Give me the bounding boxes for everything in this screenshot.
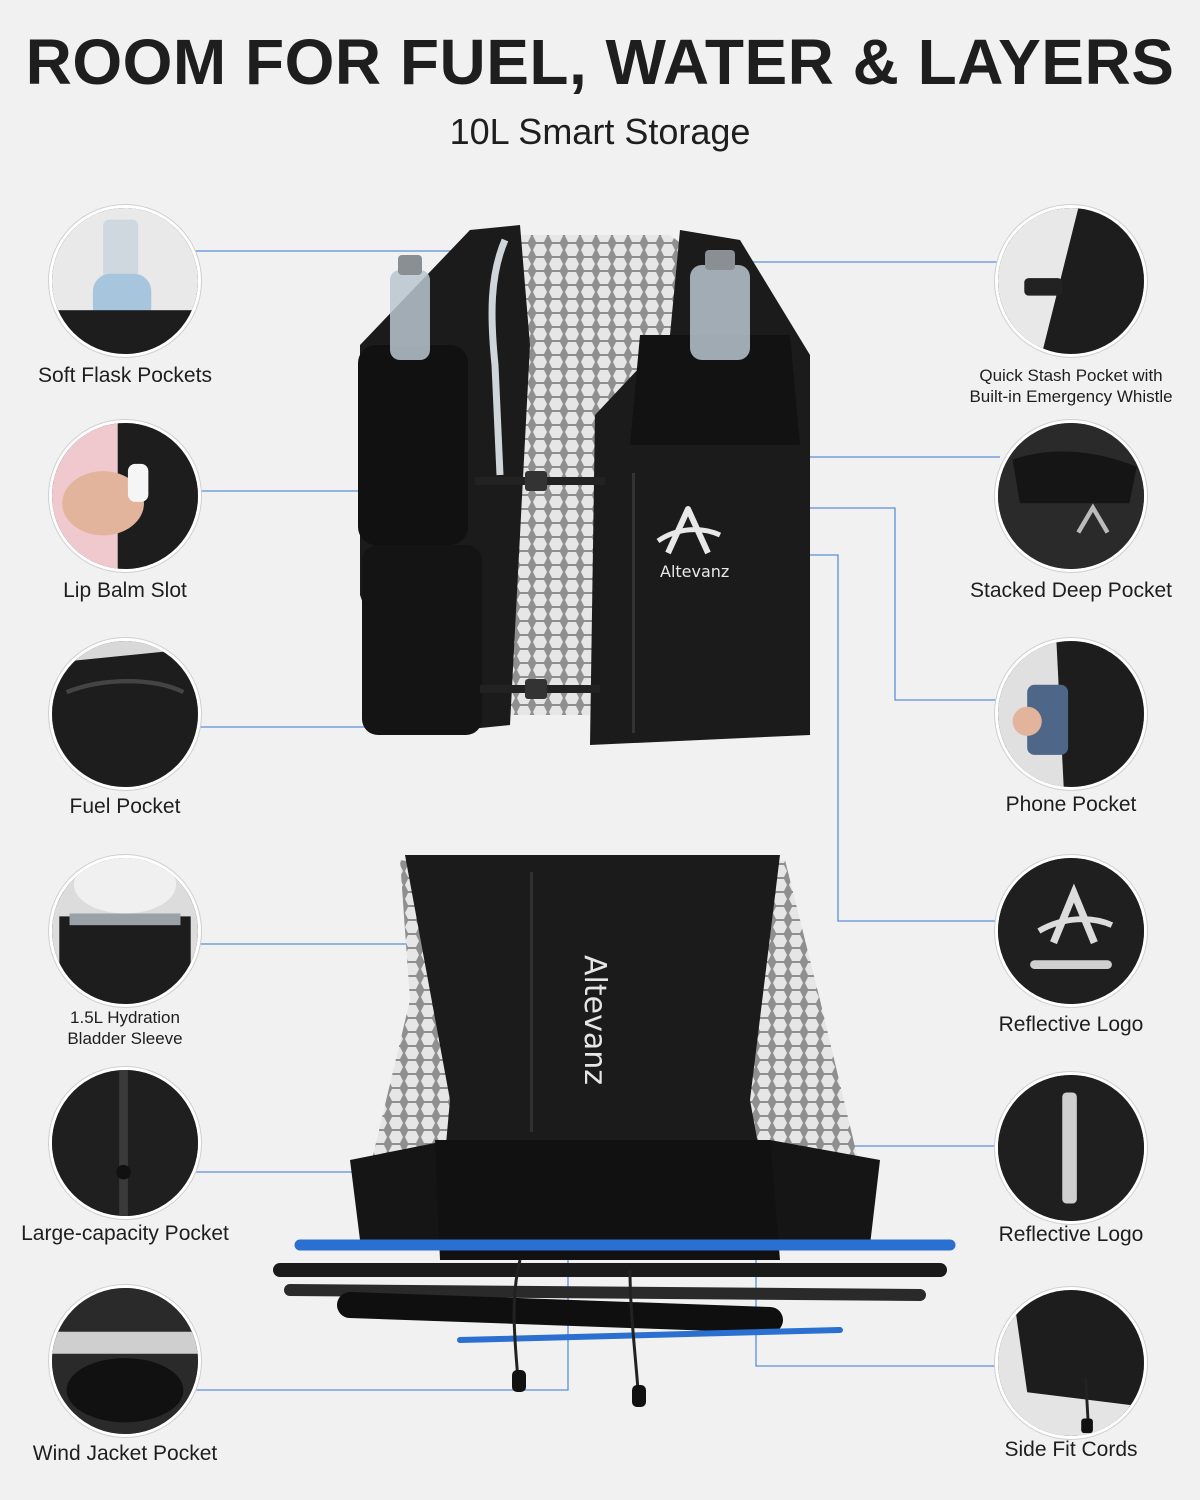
feature-label: Lip Balm Slot [63, 579, 187, 602]
feature-label: Side Fit Cords [1004, 1438, 1138, 1461]
vest-back-illustration: Altevanz [273, 855, 956, 1407]
whistle-icon [995, 205, 1147, 357]
logo-back-icon [995, 1072, 1147, 1224]
feature-label: Large-capacity Pocket [21, 1222, 229, 1245]
feature-label: Soft Flask Pockets [38, 364, 212, 387]
page-subtitle: 10L Smart Storage [449, 111, 751, 152]
jacket-pocket-icon [49, 1285, 201, 1437]
vest-back-logo-text: Altevanz [577, 955, 612, 1085]
page-title: ROOM FOR FUEL, WATER & LAYERS [25, 26, 1175, 98]
feature-label: Phone Pocket [1005, 793, 1137, 816]
feature-label: Reflective Logo [998, 1013, 1144, 1036]
vest-front-logo-text: Altevanz [660, 562, 729, 581]
bladder-icon [49, 855, 201, 1007]
vest-front-illustration: Altevanz [358, 225, 810, 745]
feature-label: Wind Jacket Pocket [32, 1442, 218, 1465]
feature-label: 1.5L Hydration Bladder Sleeve [67, 1008, 183, 1048]
feature-label: Stacked Deep Pocket [970, 579, 1172, 602]
soft-flask-icon [49, 205, 201, 357]
feature-label: Fuel Pocket [69, 795, 181, 818]
logo-front-icon [995, 855, 1147, 1007]
feature-label: Quick Stash Pocket with Built-in Emergen… [969, 366, 1173, 406]
phone-pocket-icon [995, 638, 1147, 790]
fuel-pocket-icon [49, 638, 201, 790]
large-pocket-icon [49, 1067, 201, 1219]
feature-label: Reflective Logo [998, 1223, 1144, 1246]
lip-balm-icon [49, 420, 201, 572]
fit-cords-icon [995, 1287, 1147, 1439]
deep-pocket-icon [995, 420, 1147, 572]
